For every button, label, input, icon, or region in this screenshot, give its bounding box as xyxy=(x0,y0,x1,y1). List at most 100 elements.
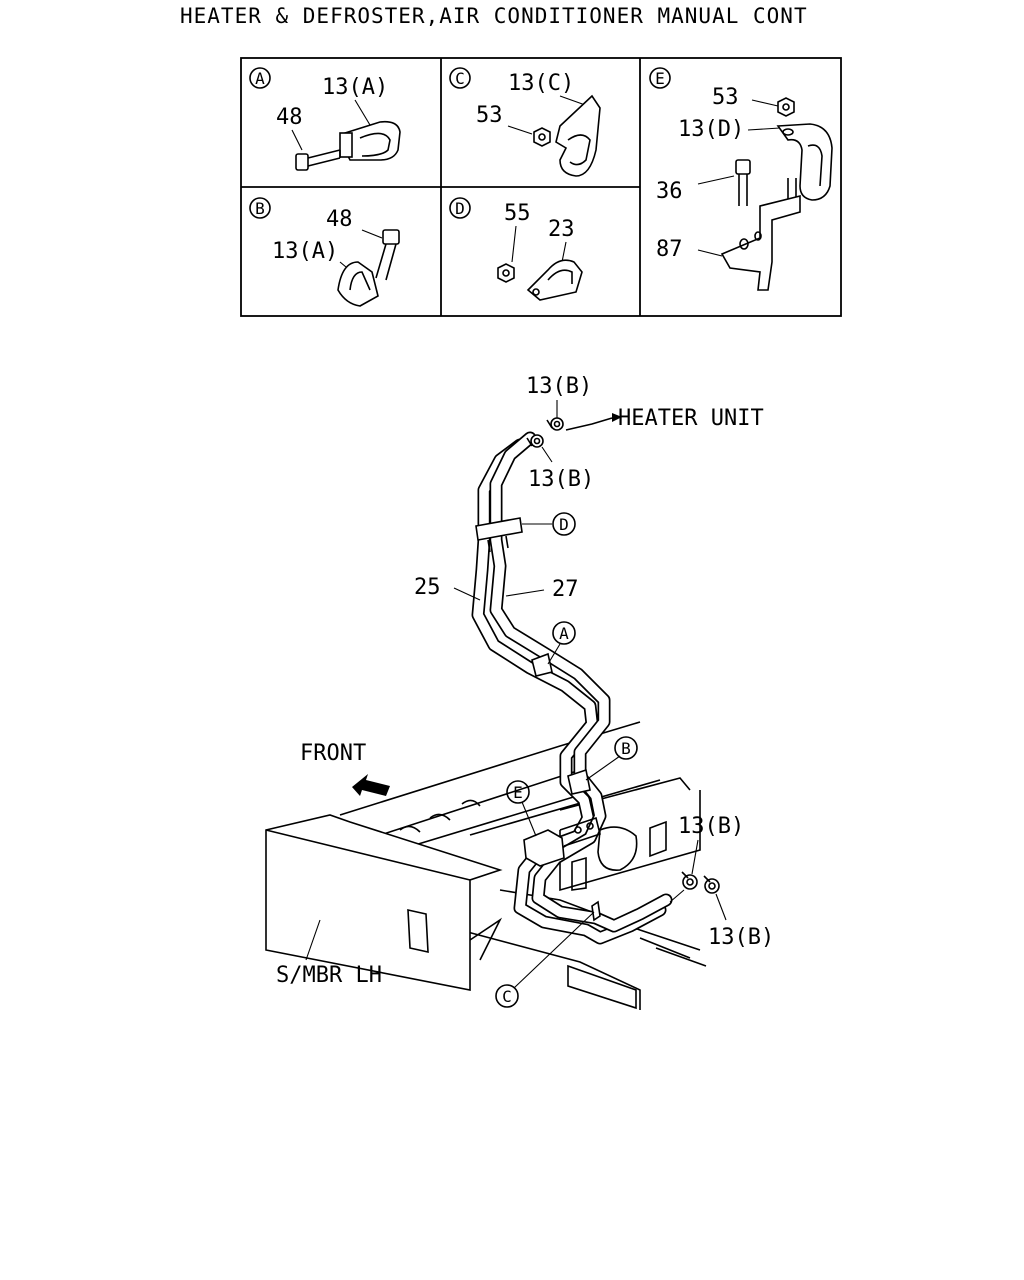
leader-clip-bottom-2 xyxy=(715,893,727,921)
hose-25 xyxy=(471,438,667,945)
panel-b-clip-label: 13(A) xyxy=(272,239,338,264)
hose-27 xyxy=(489,431,673,933)
bracket-e xyxy=(523,816,601,867)
nut-55-illustration xyxy=(497,263,515,283)
crossmember-top xyxy=(469,779,661,836)
panel-a-bolt-label: 48 xyxy=(276,105,303,130)
panel-e-bolt-label: 36 xyxy=(656,179,683,204)
bracket-87-illustration xyxy=(720,194,801,291)
panel-c-letter-circle xyxy=(449,67,471,89)
panel-d-leader-nut xyxy=(511,225,517,263)
diagram-title: HEATER & DEFROSTER,AIR CONDITIONER MANUA… xyxy=(180,4,808,28)
leader-hose-27 xyxy=(505,589,545,597)
callout-d: D xyxy=(522,512,576,536)
clip-13d-illustration xyxy=(776,123,833,201)
label-heater-unit: HEATER UNIT xyxy=(618,406,764,431)
panel-d-nut-label: 55 xyxy=(504,201,531,226)
panel-e-leader-clip xyxy=(747,127,781,131)
panel-d-letter-circle xyxy=(449,197,471,219)
leader-hose-25 xyxy=(453,587,481,601)
bolt-48-illustration xyxy=(295,149,341,171)
callout-b: B xyxy=(585,736,638,781)
detail-panel-c: C 13(C) 53 xyxy=(449,67,601,177)
panel-b-letter-circle xyxy=(249,197,271,219)
panel-d-letter: D xyxy=(455,199,465,218)
hose-clip-bottom-2 xyxy=(703,875,720,894)
label-clip-bottom-2: 13(B) xyxy=(708,925,774,950)
side-member-slot xyxy=(407,908,429,954)
detail-panel-b: B 48 13(A) xyxy=(249,197,400,307)
side-member-top-edge xyxy=(265,829,471,881)
panel-c-clip-label: 13(C) xyxy=(508,71,574,96)
hose-clip-top-1 xyxy=(546,417,564,431)
panel-d-leader-clamp xyxy=(561,241,567,263)
hose-clip-bottom-1 xyxy=(681,871,698,890)
label-hose-25: 25 xyxy=(414,575,441,600)
clip-13c-illustration xyxy=(555,94,601,177)
clip-b xyxy=(567,768,591,795)
panel-e-clip-label: 13(D) xyxy=(678,117,744,142)
panel-d-clamp-label: 23 xyxy=(548,217,575,242)
svg-text:D: D xyxy=(559,515,569,534)
panel-e-leader-bracket xyxy=(697,249,723,257)
crossmember-hole xyxy=(597,826,638,871)
panel-b-leader-bolt xyxy=(361,229,383,239)
panel-c-leader-nut xyxy=(507,125,533,135)
floor-bracket xyxy=(567,964,637,1010)
clip-a xyxy=(531,652,553,677)
floor-line-2 xyxy=(459,929,641,1010)
svg-text:E: E xyxy=(513,783,523,802)
callout-a: A xyxy=(547,621,576,665)
clip-13a-illustration-b xyxy=(337,261,379,307)
clip-c xyxy=(591,900,601,922)
side-member-leader xyxy=(305,919,321,961)
panel-e-bracket-label: 87 xyxy=(656,237,683,262)
panel-a-leader-bolt xyxy=(291,129,303,151)
panel-b-bolt-label: 48 xyxy=(326,207,353,232)
front-arrow-icon xyxy=(352,774,390,796)
svg-text:A: A xyxy=(559,624,569,643)
panel-e-leader-nut xyxy=(751,99,779,107)
side-member-step xyxy=(469,917,503,961)
svg-text:C: C xyxy=(502,987,512,1006)
svg-text:B: B xyxy=(621,739,631,758)
detail-panel-d: D 55 23 xyxy=(449,197,583,301)
panel-c-nut-label: 53 xyxy=(476,103,503,128)
frame-holes xyxy=(399,799,481,833)
leader-clip-top-2 xyxy=(541,446,553,463)
frame-rail-upper-2 xyxy=(364,769,581,841)
floor-dash-lines xyxy=(639,937,707,967)
panel-a-letter: A xyxy=(255,69,265,88)
crossmember-slot-2 xyxy=(571,856,587,891)
panel-e-letter-circle xyxy=(649,67,671,89)
leader-clip-bottom-1 xyxy=(691,839,699,875)
bolt-48-illustration-b xyxy=(375,229,400,281)
panel-c-letter: C xyxy=(455,69,465,88)
detail-panels-grid xyxy=(240,57,842,317)
clamp-23-illustration xyxy=(526,259,583,301)
callout-c: C xyxy=(495,911,595,1008)
label-clip-bottom-1: 13(B) xyxy=(678,814,744,839)
label-hose-27: 27 xyxy=(552,577,579,602)
clamp-d xyxy=(475,517,523,553)
panel-b-letter: B xyxy=(255,199,265,218)
panel-e-letter: E xyxy=(655,69,665,88)
clip-13a-illustration xyxy=(339,120,401,161)
detail-panel-a: A 13(A) 48 xyxy=(249,67,401,171)
main-assembly-drawing: D A B E C 13(B) HEATER UNIT 13(B) xyxy=(265,374,774,1010)
detail-panel-e: E 53 13(D) 36 87 xyxy=(649,67,833,291)
panel-e-leader-bolt xyxy=(697,175,735,185)
label-front: FRONT xyxy=(300,741,366,766)
frame-rail-upper xyxy=(339,721,641,816)
side-member-lh xyxy=(265,814,503,991)
heater-unit-arrow xyxy=(565,413,622,431)
callout-e: E xyxy=(506,780,537,837)
hose-end-link xyxy=(669,889,685,903)
panel-a-leader-clip xyxy=(354,99,371,126)
hose-clip-top-2 xyxy=(526,434,544,448)
nut-53-illustration-e xyxy=(777,97,795,117)
side-member-body xyxy=(265,814,503,991)
label-clip-top-1: 13(B) xyxy=(526,374,592,399)
panel-e-nut-label: 53 xyxy=(712,85,739,110)
